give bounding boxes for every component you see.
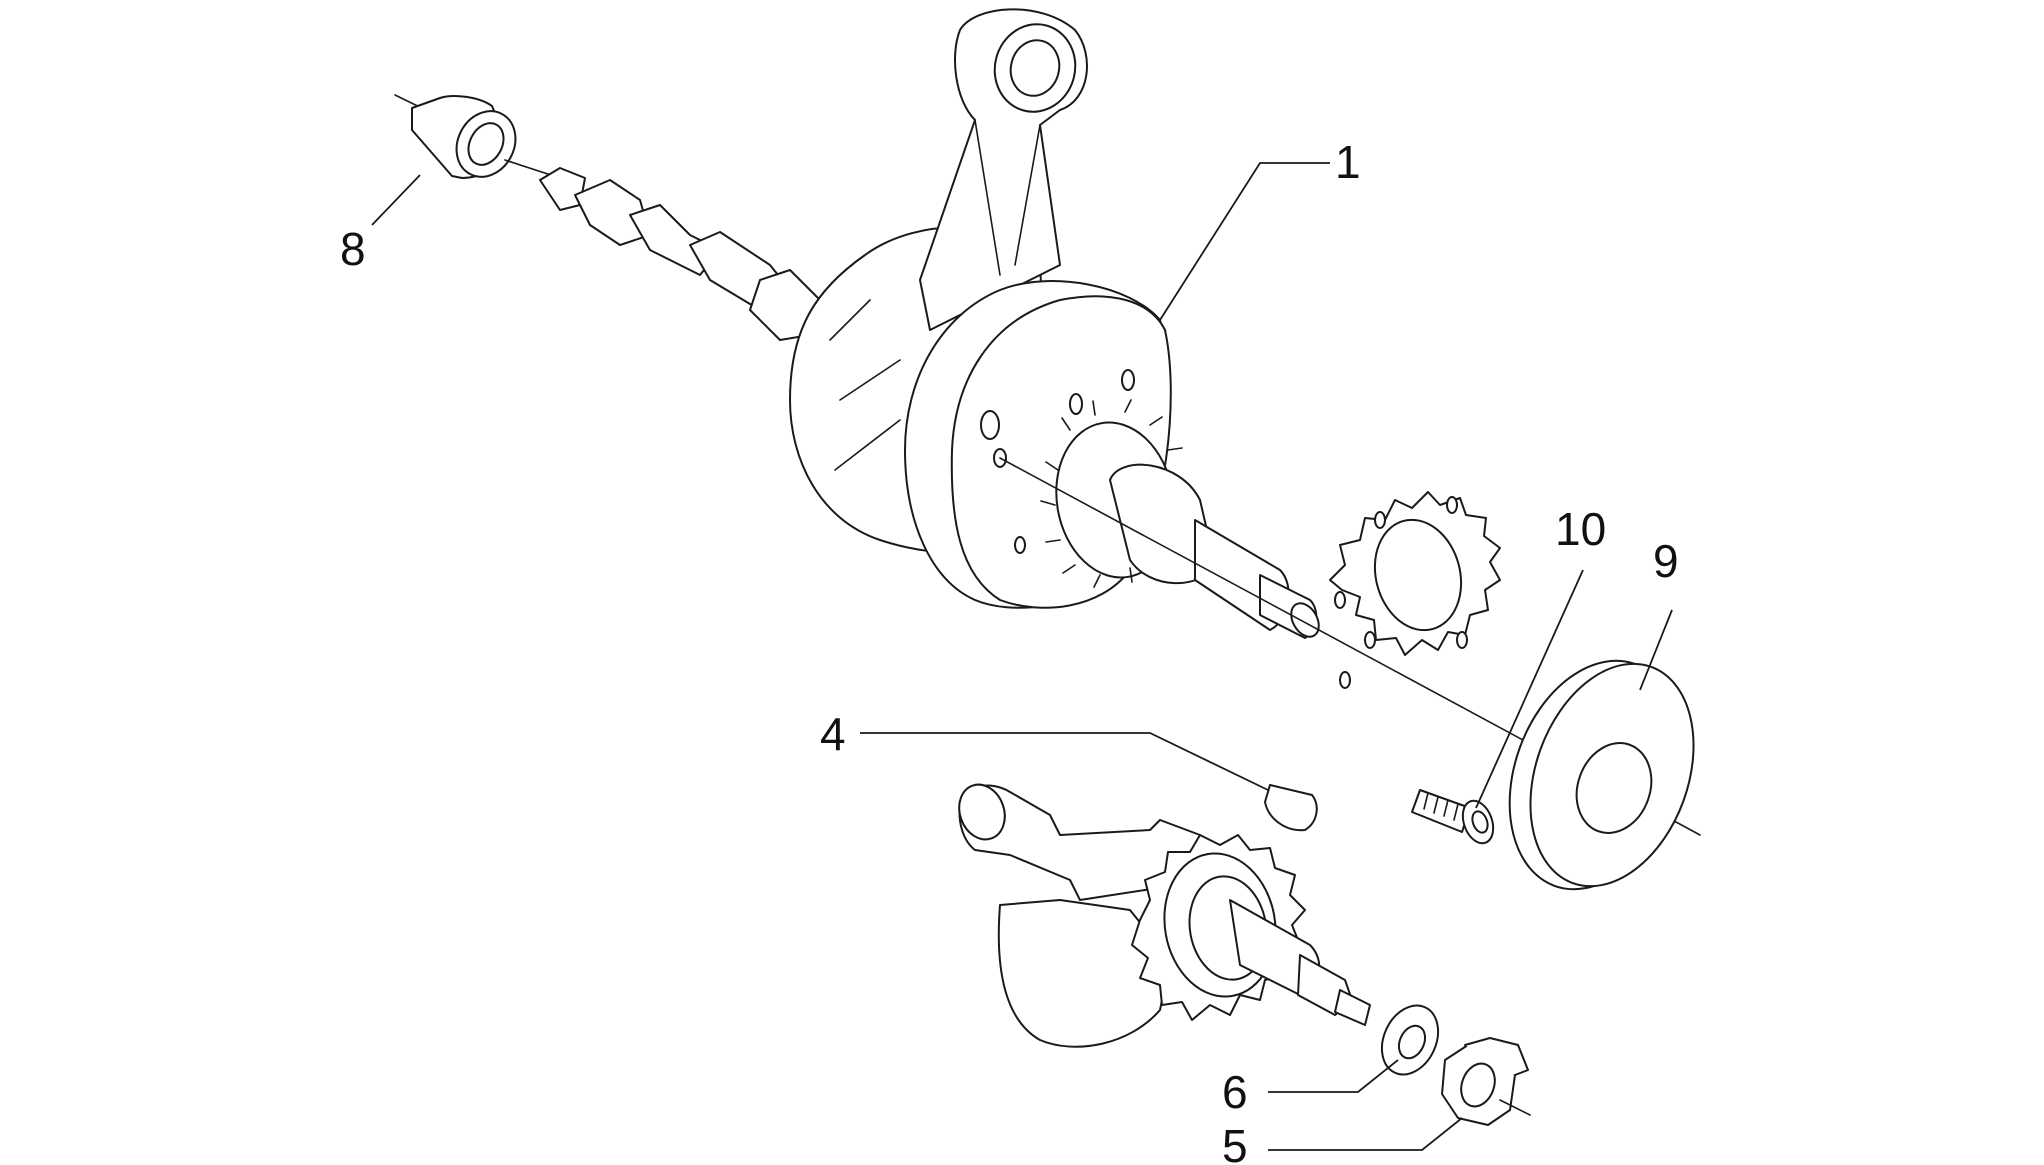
part-1-crankshaft: [539, 8, 1320, 639]
leader-10: [1475, 569, 1584, 809]
callout-6: 6: [1222, 1066, 1248, 1118]
callout-5: 5: [1222, 1120, 1248, 1165]
callout-labels: 1 8 10 9 4 6 5: [340, 136, 1679, 1165]
leader-6: [1268, 1059, 1399, 1093]
leader-8: [371, 174, 421, 226]
callout-8: 8: [340, 223, 366, 275]
part-6-washer: [1380, 1004, 1440, 1076]
part-4-woodruff-key: [1264, 784, 1318, 832]
callout-9: 9: [1653, 535, 1679, 587]
part-10-screw: [1411, 789, 1495, 845]
leader-lines: [371, 162, 1673, 1151]
leader-9: [1639, 609, 1673, 691]
part-8-bushing: [394, 94, 561, 179]
balance-shaft: [958, 783, 1371, 1048]
drive-sprocket: [1329, 491, 1501, 689]
part-9-washer: [1508, 659, 1695, 891]
callout-10: 10: [1555, 503, 1606, 555]
part-5-hex-nut: [1441, 1037, 1531, 1126]
callout-4: 4: [820, 708, 846, 760]
leader-1: [1159, 162, 1330, 321]
leader-4: [860, 732, 1269, 791]
callout-1: 1: [1335, 136, 1361, 188]
leader-5: [1268, 1117, 1463, 1151]
